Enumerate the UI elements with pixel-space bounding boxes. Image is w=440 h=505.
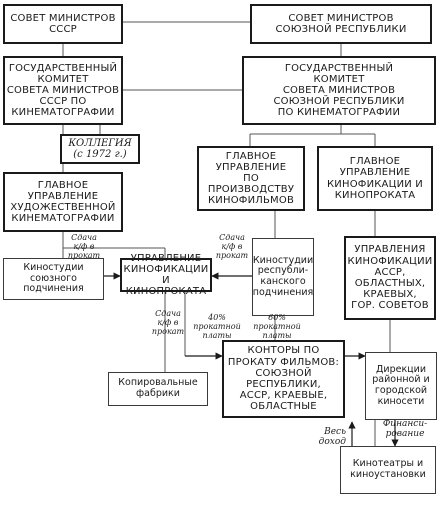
sovmin-republic-box: СОВЕТ МИНИСТРОВ СОЮЗНОЙ РЕСПУБЛИКИ — [250, 4, 432, 44]
direkcii-box: Дирекции районной и городской киносети — [365, 352, 437, 420]
upr-kinofikacii-box: УПРАВЛЕНИЕ КИНОФИКАЦИИ И КИНОПРОКАТА — [120, 253, 212, 297]
note-finansirovanie: Финанси- рование — [382, 419, 428, 439]
kinoteatry-box: Кинотеатры и киноустановки — [340, 446, 436, 494]
sovmin-ussr-box: СОВЕТ МИНИСТРОВ СССР — [3, 4, 123, 44]
upr-assr-box: УПРАВЛЕНИЯ КИНОФИКАЦИИ АССР, ОБЛАСТНЫХ, … — [344, 236, 436, 320]
note-sdacha-kopir: Сдача к/ф в прокат — [151, 309, 185, 336]
kollegia-box: КОЛЛЕГИЯ (с 1972 г.) — [60, 134, 140, 164]
note-sdacha-left: Сдача к/ф в прокат — [67, 233, 101, 260]
kinostudii-republic-box: Киностудии республи- канского подчинения — [252, 238, 314, 316]
gu-kinofikacii-box: ГЛАВНОЕ УПРАВЛЕНИЕ КИНОФИКАЦИИ И КИНОПРО… — [317, 146, 433, 211]
kinostudii-soyuz-box: Киностудии союзного подчинения — [3, 258, 104, 300]
note-sdacha-right: Сдача к/ф в прокат — [215, 233, 249, 260]
gu-hudozhestvennoy-box: ГЛАВНОЕ УПРАВЛЕНИЕ ХУДОЖЕСТВЕННОЙ КИНЕМА… — [3, 172, 123, 232]
note-40-percent: 40% прокатной платы — [193, 313, 241, 340]
kopir-fabriki-box: Копировальные фабрики — [108, 372, 208, 406]
note-ves-dohod: Весь доход — [318, 427, 346, 447]
goskino-ussr-box: ГОСУДАРСТВЕННЫЙ КОМИТЕТ СОВЕТА МИНИСТРОВ… — [3, 56, 123, 125]
gu-proizvodstvo-box: ГЛАВНОЕ УПРАВЛЕНИЕ ПО ПРОИЗВОДСТВУ КИНОФ… — [197, 146, 305, 211]
kontory-box: КОНТОРЫ ПО ПРОКАТУ ФИЛЬМОВ: СОЮЗНОЙ РЕСП… — [222, 340, 345, 418]
goskino-republic-box: ГОСУДАРСТВЕННЫЙ КОМИТЕТ СОВЕТА МИНИСТРОВ… — [242, 56, 436, 125]
note-60-percent: 60% прокатной платы — [253, 313, 301, 340]
